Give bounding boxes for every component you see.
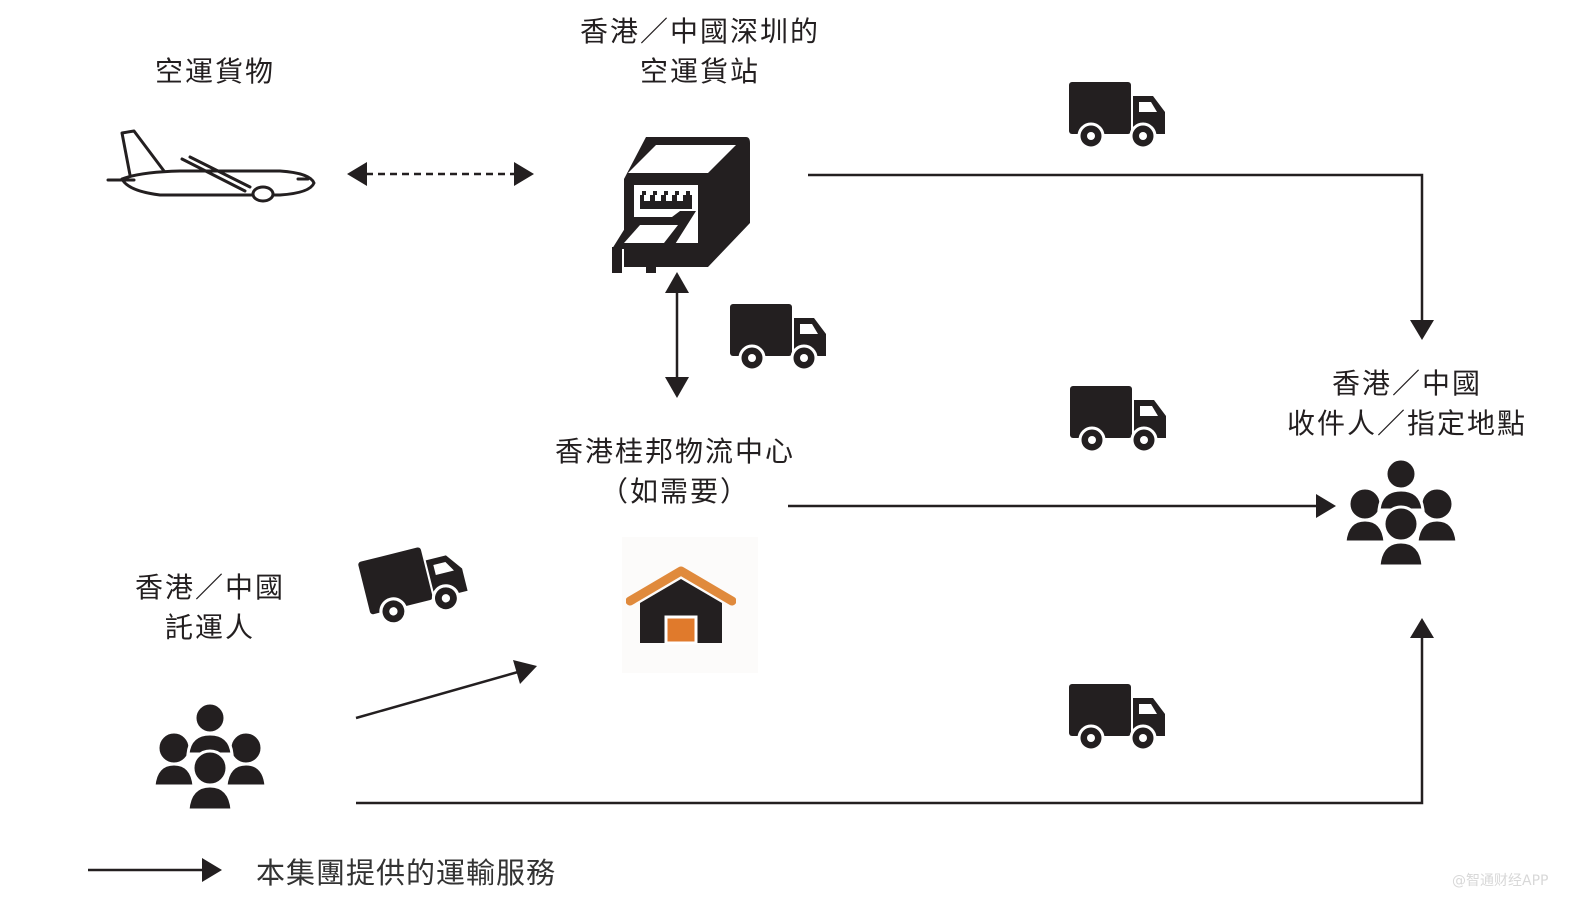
label-line: 收件人／指定地點	[1286, 407, 1527, 440]
arrowhead-right	[1316, 494, 1336, 518]
truck-icon-vertical	[730, 304, 826, 372]
arrowhead-down	[1410, 320, 1434, 340]
legend-arrow	[88, 858, 222, 882]
label-consignee: 香港／中國 收件人／指定地點	[1262, 364, 1552, 444]
label-line: 空運貨物	[154, 55, 275, 88]
edge-shipper-consignee	[356, 618, 1434, 805]
people-group-icon-consignee	[1345, 458, 1457, 568]
warehouse-icon	[626, 566, 736, 645]
truck-icon-bottom	[1069, 684, 1165, 752]
label-shipper: 香港／中國 託運人	[100, 568, 320, 648]
label-line: 香港／中國深圳的	[579, 15, 820, 48]
label-line: 香港／中國	[1331, 367, 1482, 400]
arrowhead-up	[1410, 618, 1434, 638]
edge-terminal-logistics	[665, 272, 689, 398]
airplane-icon	[106, 129, 316, 203]
truck-icon-tilted	[358, 547, 468, 626]
arrowhead-right	[514, 162, 534, 186]
label-line: 香港桂邦物流中心	[554, 435, 795, 468]
label-line: 香港／中國	[134, 571, 285, 604]
arrowhead-diagonal	[513, 660, 537, 684]
legend-label: 本集團提供的運輸服務	[256, 856, 557, 890]
edge-air-cargo-terminal	[347, 162, 534, 186]
arrowhead-left	[347, 162, 367, 186]
label-air-cargo-terminal: 香港／中國深圳的 空運貨站	[550, 12, 850, 92]
label-logistics-centre: 香港桂邦物流中心 （如需要）	[525, 432, 825, 512]
truck-icon-middle	[1070, 386, 1166, 454]
arrowhead-up	[665, 272, 689, 293]
cargo-terminal-icon	[612, 137, 750, 273]
label-line: （如需要）	[599, 475, 750, 508]
watermark: @智通财经APP	[1452, 873, 1549, 889]
edge-logistics-consignee	[788, 494, 1336, 518]
label-air-cargo: 空運貨物	[130, 52, 300, 92]
edge-shipper-logistics	[355, 660, 537, 720]
label-line: 空運貨站	[639, 55, 760, 88]
people-group-icon-shipper	[154, 702, 266, 812]
truck-icon-top	[1069, 82, 1165, 150]
arrowhead-down	[665, 377, 689, 398]
edge-terminal-consignee	[808, 173, 1434, 340]
label-line: 託運人	[164, 611, 255, 644]
